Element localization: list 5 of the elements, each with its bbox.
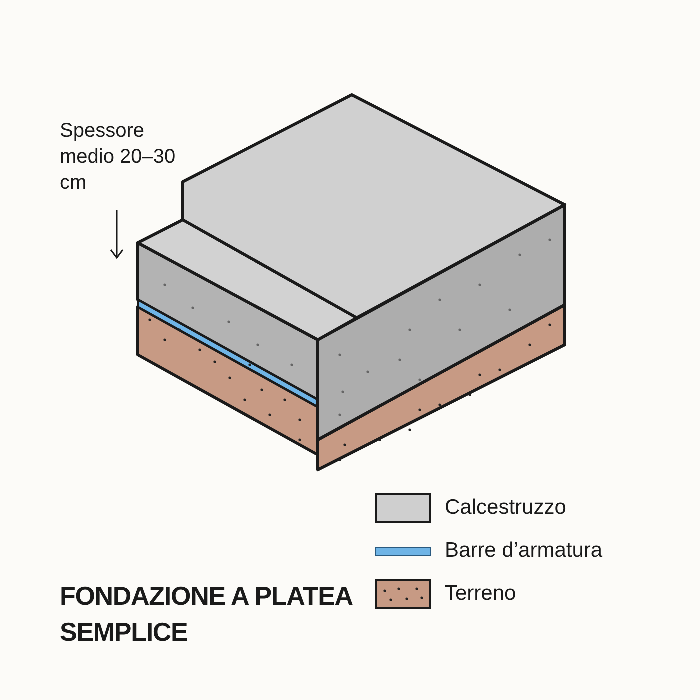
- title: FONDAZIONE A PLATEA SEMPLICE: [60, 580, 354, 649]
- legend-label: Terreno: [445, 581, 516, 608]
- thickness-note: Spessore medio 20–30 cm: [60, 119, 177, 196]
- legend-label: Calcestruzzo: [445, 495, 566, 522]
- legend-label: Barre d’armatura: [445, 538, 603, 564]
